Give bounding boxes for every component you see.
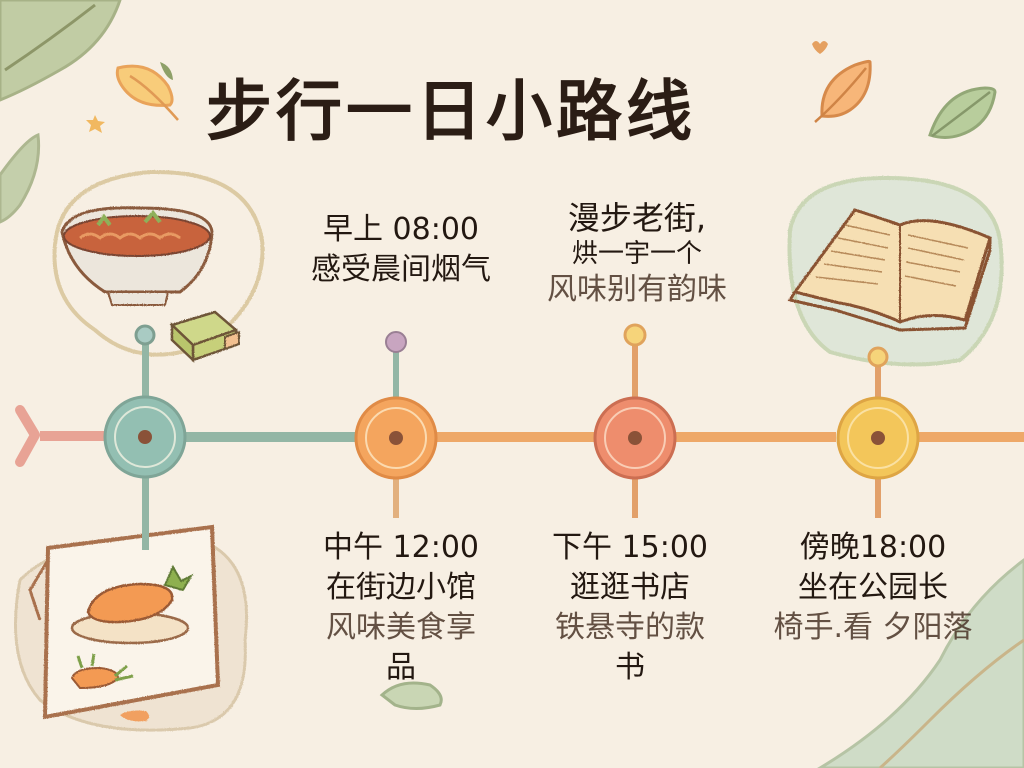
stop-morning-desc: 感受晨间烟气 <box>311 252 491 287</box>
noodle-bowl-icon <box>52 169 265 363</box>
stop-evening-time: 傍晚18:00 <box>799 530 947 565</box>
timeline-node-noon[interactable] <box>356 398 436 478</box>
open-book-icon <box>787 175 1004 367</box>
leaf-yellow-icon <box>115 62 179 121</box>
leaf-orange-icon <box>812 41 872 123</box>
stop-afternoon-desc-line-2: 铁悬寺的款 <box>555 610 705 645</box>
stop-afternoon-desc-line-3: 书 <box>615 650 645 685</box>
stop-walk-label: 漫步老街, 烘一宇一个 风味别有韵味 <box>532 198 742 310</box>
stop-walk-desc-line-3: 风味别有韵味 <box>547 272 727 307</box>
stop-afternoon-time: 下午 15:00 <box>552 530 708 565</box>
stop-evening-label: 傍晚18:00 坐在公园长 椅手.看 夕阳落 <box>768 528 978 648</box>
stop-noon-time: 中午 12:00 <box>323 530 479 565</box>
page-title: 步行一日小路线 <box>206 73 696 150</box>
timeline-node-evening[interactable] <box>838 398 918 478</box>
stop-walk-desc-line-2: 烘一宇一个 <box>571 239 702 269</box>
corner-leaf-topleft-icon <box>0 0 122 102</box>
stop-noon-desc-line-2: 风味美食享 <box>326 610 476 645</box>
stop-morning-label: 早上 08:00 感受晨间烟气 <box>296 210 506 290</box>
stop-noon-label: 中午 12:00 在街边小馆 风味美食享 品 <box>296 528 506 688</box>
stop-evening-desc-line-1: 坐在公园长 <box>798 570 948 605</box>
stop-afternoon-label: 下午 15:00 逛逛书店 铁悬寺的款 书 <box>530 528 730 688</box>
stop-noon-desc-line-1: 在街边小馆 <box>326 570 476 605</box>
stop-evening-desc-line-2: 椅手.看 夕阳落 <box>773 610 973 645</box>
stop-afternoon-desc-line-1: 逛逛书店 <box>570 570 690 605</box>
stop-walk-desc-line-1: 漫步老街, <box>567 199 707 237</box>
carrot-plate-icon <box>14 524 249 732</box>
timeline-node-morning[interactable] <box>105 397 185 477</box>
stop-morning-time: 早上 08:00 <box>323 212 479 247</box>
timeline-node-afternoon[interactable] <box>595 398 675 478</box>
star-icon <box>86 115 105 133</box>
corner-leaf-left-icon <box>0 132 41 224</box>
stop-noon-desc-line-3: 品 <box>386 650 416 685</box>
rice-cake-icon <box>169 310 240 363</box>
leaf-green-icon <box>928 86 997 139</box>
